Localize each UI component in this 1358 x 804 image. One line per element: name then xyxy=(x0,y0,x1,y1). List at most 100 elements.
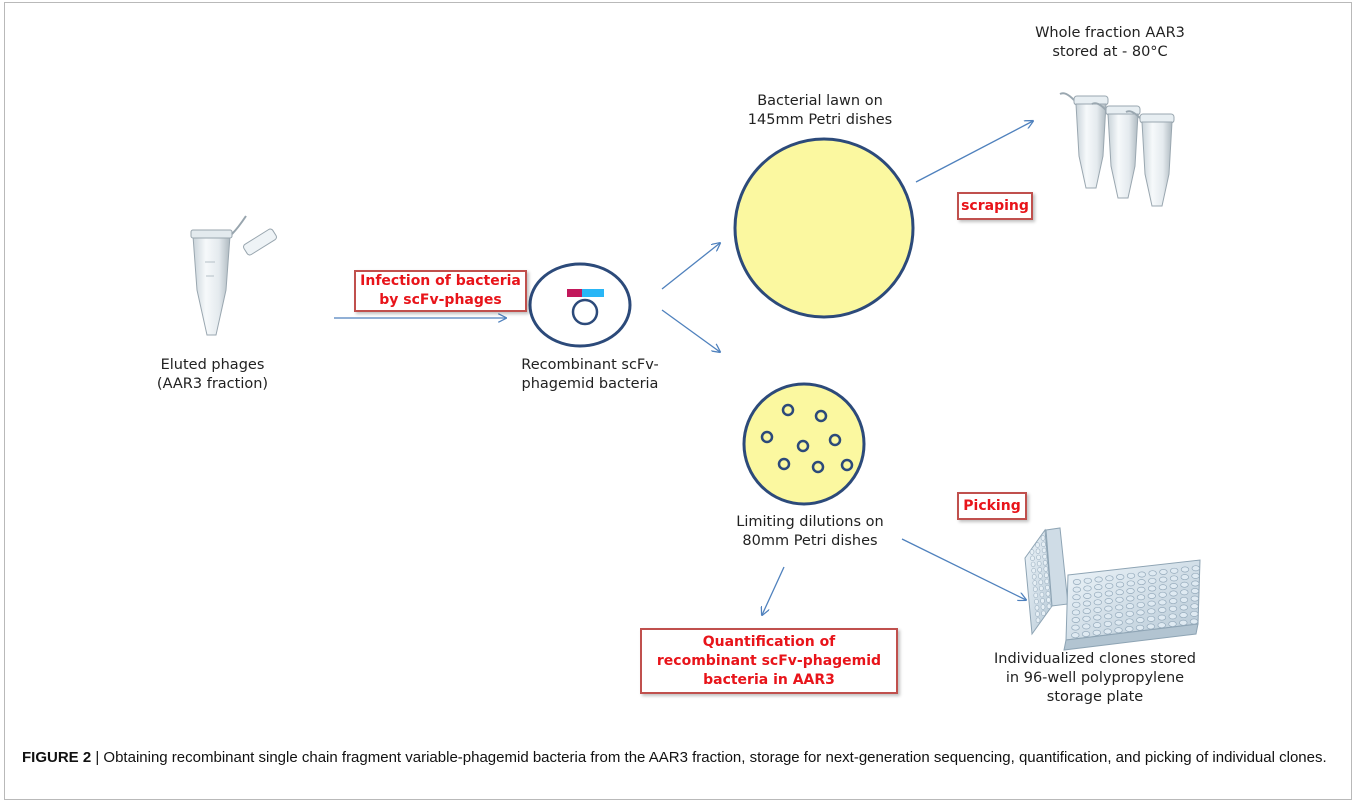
plate-well xyxy=(1103,620,1113,627)
plate-well xyxy=(1169,583,1178,589)
plate-well xyxy=(1035,542,1040,548)
plate-well xyxy=(1179,619,1188,626)
bacterial-lawn-dish xyxy=(733,137,915,319)
plate-well xyxy=(1071,632,1080,639)
limiting-dilutions-label: Limiting dilutions on 80mm Petri dishes xyxy=(725,513,895,551)
plate-well xyxy=(1179,604,1188,611)
plate-well xyxy=(1158,591,1167,598)
plate-well xyxy=(1046,597,1051,603)
plate-well xyxy=(1036,554,1041,561)
plate-well xyxy=(1039,591,1045,598)
individualized-clones-line-2: in 96-well polypropylene xyxy=(1005,670,1185,686)
arrow-to-plate xyxy=(901,538,1026,600)
plate-well xyxy=(1137,571,1146,578)
plate-well xyxy=(1082,623,1091,630)
plate-well xyxy=(1104,613,1113,620)
bacterium-with-plasmid-icon xyxy=(528,262,632,348)
plate-well xyxy=(1135,624,1145,631)
plate-well xyxy=(1104,598,1113,604)
whole-fraction-line-2: stored at - 80°C xyxy=(1052,44,1168,60)
plate-well xyxy=(1180,566,1190,573)
plate-well xyxy=(1146,623,1155,630)
plate-well xyxy=(1044,572,1049,578)
plate-well xyxy=(1190,595,1199,602)
plate-well xyxy=(1038,573,1043,579)
plate-well xyxy=(1125,610,1134,617)
plate-well xyxy=(1036,560,1042,567)
plate-well xyxy=(1072,601,1081,608)
plate-well xyxy=(1082,600,1092,607)
eluted-phages-line-1: Eluted phages xyxy=(160,357,265,373)
plate-well xyxy=(1158,607,1167,613)
plate-well xyxy=(1072,579,1082,585)
plate-well xyxy=(1180,589,1189,596)
plate-well xyxy=(1043,566,1049,572)
plate-well xyxy=(1029,549,1035,555)
plate-well xyxy=(1035,611,1040,617)
individualized-clones-line-3: storage plate xyxy=(1046,689,1144,705)
plate-well xyxy=(1147,608,1156,615)
plate-well xyxy=(1114,619,1123,626)
plate-well xyxy=(1041,610,1046,616)
plate-well xyxy=(1034,605,1040,611)
plate-well xyxy=(1031,567,1036,574)
plate-well xyxy=(1169,598,1178,605)
plate-well xyxy=(1137,586,1146,593)
plate-well xyxy=(1125,626,1134,632)
plate-well xyxy=(1179,596,1189,603)
plate-well xyxy=(1094,584,1103,591)
limiting-dilutions-line-1: Limiting dilutions on xyxy=(736,514,884,530)
plate-well xyxy=(1034,598,1039,605)
recombinant-bacteria-line-1: Recombinant scFv- xyxy=(521,357,659,373)
plate-well xyxy=(1115,589,1124,596)
plate-well xyxy=(1040,604,1046,610)
plate-well xyxy=(1044,578,1050,585)
arrow-to-storage xyxy=(915,121,1033,183)
plate-well xyxy=(1041,541,1046,547)
plate-well xyxy=(1136,617,1145,624)
figure-label: FIGURE 2 xyxy=(22,749,92,766)
bacterial-lawn-line-2: 145mm Petri dishes xyxy=(747,112,893,128)
plate-well xyxy=(1081,631,1091,637)
plate-well xyxy=(1126,572,1136,579)
plate-well xyxy=(1104,590,1114,597)
caption-text: Obtaining recombinant single chain fragm… xyxy=(103,749,1327,766)
plate-well xyxy=(1146,615,1156,622)
bacterial-lawn-label: Bacterial lawn on 145mm Petri dishes xyxy=(735,92,905,130)
plate-well xyxy=(1148,570,1157,577)
plate-well xyxy=(1042,560,1048,566)
plate-well xyxy=(1170,567,1179,574)
plate-well xyxy=(1136,609,1145,616)
plate-well xyxy=(1042,553,1047,560)
plate-well xyxy=(1168,621,1177,627)
caption-separator: | xyxy=(91,749,104,766)
plate-well xyxy=(1031,574,1037,580)
scraping-box: scraping xyxy=(957,192,1033,220)
plate-well xyxy=(1030,555,1035,561)
plate-well xyxy=(1136,594,1146,601)
arrow-to-dilutions xyxy=(661,309,720,352)
plate-well xyxy=(1190,588,1200,594)
plate-well xyxy=(1045,584,1050,591)
plate-well xyxy=(1169,590,1178,597)
96-well-plate-icon xyxy=(1024,527,1201,651)
plate-well xyxy=(1180,574,1189,581)
plate-well xyxy=(1045,591,1051,597)
plate-well xyxy=(1125,618,1134,625)
plate-well xyxy=(1147,600,1156,607)
plate-well xyxy=(1126,580,1135,587)
plate-well xyxy=(1072,586,1081,593)
plate-well xyxy=(1147,593,1156,599)
plate-well xyxy=(1104,605,1113,612)
plate-well xyxy=(1094,576,1103,583)
plate-well xyxy=(1093,606,1102,613)
plate-well xyxy=(1158,584,1168,591)
plate-well xyxy=(1033,586,1038,592)
plate-well xyxy=(1030,561,1036,568)
plate-well xyxy=(1039,585,1044,592)
individualized-clones-line-1: Individualized clones stored xyxy=(993,651,1197,667)
plate-well xyxy=(1083,585,1092,592)
plate-well xyxy=(1071,617,1080,623)
plate-well xyxy=(1169,575,1179,582)
plate-well xyxy=(1040,535,1046,541)
